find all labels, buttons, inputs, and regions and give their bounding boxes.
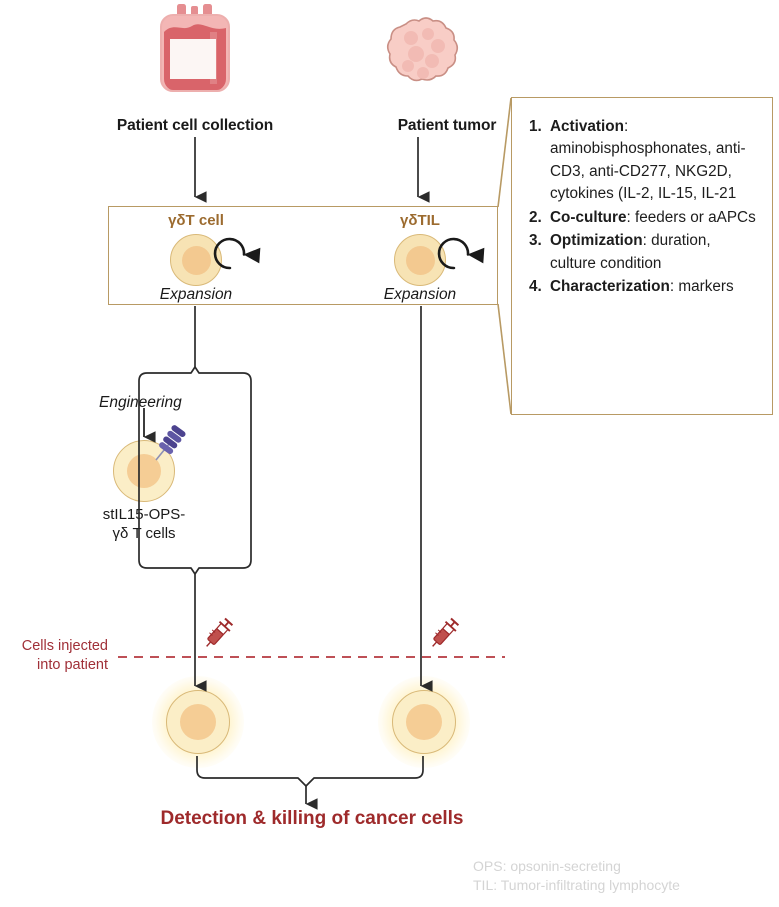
- blood-bag-icon: [152, 2, 238, 94]
- gdtil-title: γδTIL: [400, 212, 440, 229]
- footnote-ops: OPS: opsonin-secreting: [473, 858, 621, 874]
- receptor-icon: [150, 424, 188, 466]
- til-cell-icon: [394, 234, 446, 286]
- gdt-cell-title: γδT cell: [168, 212, 224, 229]
- infused-til-cell-icon: [392, 690, 456, 754]
- tumor-icon: [386, 16, 460, 88]
- info-item: Co-culture: feeders or aAPCs: [546, 207, 758, 229]
- injection-label-line2: into patient: [37, 657, 108, 673]
- callout-line-top: [497, 97, 512, 208]
- left-expansion-caption: Expansion: [159, 286, 233, 303]
- info-item-body: duration, culture condition: [550, 232, 711, 272]
- info-list: Activation: aminobisphosphonates, anti-C…: [512, 98, 772, 299]
- info-item-lead: Co-culture: [550, 208, 627, 226]
- engineering-label: Engineering: [99, 394, 182, 411]
- injection-label-line1: Cells injected: [21, 638, 108, 654]
- infused-til-nucleus: [406, 704, 442, 740]
- info-item-lead: Activation: [550, 118, 624, 135]
- til-cell-nucleus: [405, 245, 435, 275]
- info-item-sep: :: [642, 232, 647, 250]
- info-panel: Activation: aminobisphosphonates, anti-C…: [511, 97, 773, 415]
- info-item-lead: Characterization: [550, 278, 670, 296]
- footnote-til: TIL: Tumor-infiltrating lymphocyte: [473, 877, 680, 893]
- info-item: Activation: aminobisphosphonates, anti-C…: [546, 116, 758, 206]
- info-item-lead: Optimization: [550, 232, 643, 250]
- product-label-line2: γδ T cells: [112, 525, 176, 542]
- blood-bag-label: Patient cell collection: [116, 117, 274, 134]
- info-item-body: aminobisphosphonates, anti-CD3, anti-CD2…: [550, 140, 746, 203]
- t-cell-icon: [170, 234, 222, 286]
- callout-line-bottom: [497, 303, 512, 415]
- info-item: Characterization: markers: [546, 276, 758, 298]
- info-item-sep: :: [669, 278, 675, 296]
- infused-t-cell-icon: [166, 690, 230, 754]
- tumor-label: Patient tumor: [397, 117, 497, 134]
- t-cell-nucleus: [181, 245, 211, 275]
- info-item-sep: :: [626, 208, 631, 226]
- left-merge-b: [194, 559, 252, 575]
- syringe-icon: [422, 614, 462, 658]
- right-expansion-caption: Expansion: [383, 286, 457, 303]
- info-item: Optimization: duration, culture conditio…: [546, 230, 758, 275]
- info-item-sep: :: [623, 118, 629, 135]
- info-item-body: markers: [674, 278, 734, 296]
- info-item-body: feeders or aAPCs: [630, 208, 756, 226]
- outcome-label: Detection & killing of cancer cells: [160, 808, 464, 829]
- syringe-icon: [196, 614, 236, 658]
- product-label-line1: stIL15-OPS-: [102, 506, 186, 523]
- infused-cell-nucleus: [180, 704, 216, 740]
- left-merge-a: [138, 559, 196, 575]
